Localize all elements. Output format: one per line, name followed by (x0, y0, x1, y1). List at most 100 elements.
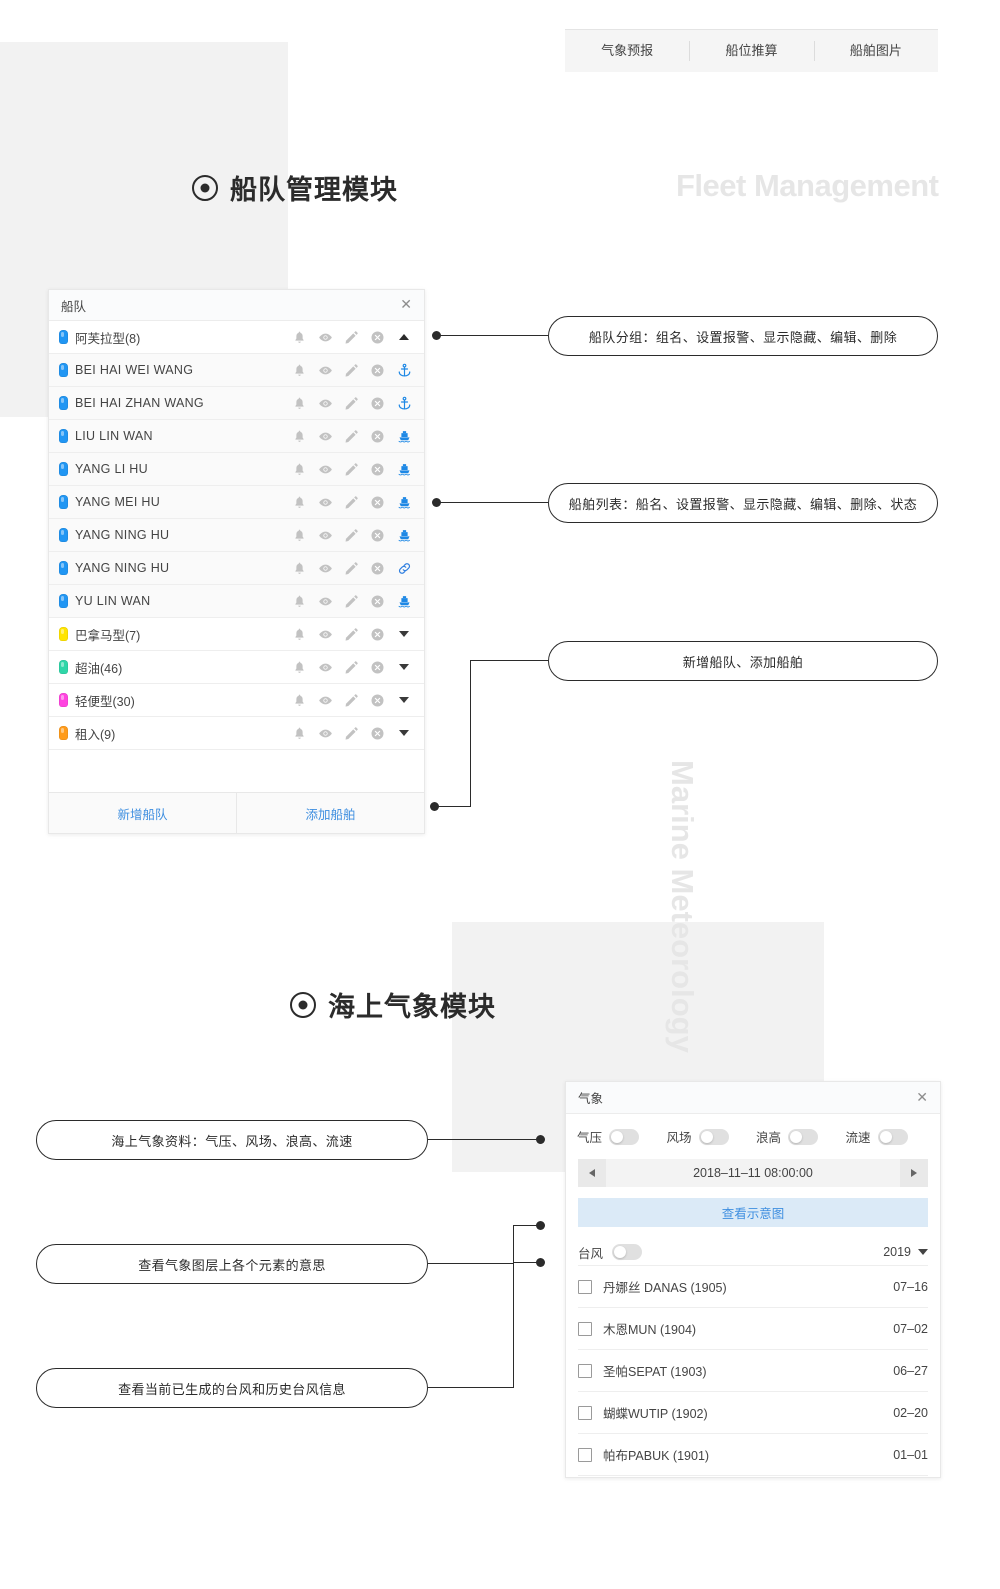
alarm-bell-icon[interactable] (292, 627, 307, 642)
delete-circle-icon[interactable] (370, 627, 385, 642)
delete-circle-icon[interactable] (370, 363, 385, 378)
weather-toggle-switch[interactable] (609, 1128, 640, 1145)
close-icon[interactable]: ✕ (400, 297, 412, 313)
typhoon-checkbox[interactable] (578, 1279, 592, 1294)
anchor-status-icon[interactable] (396, 362, 412, 378)
visibility-eye-icon[interactable] (318, 528, 333, 543)
tab-weather-forecast[interactable]: 气象预报 (601, 43, 654, 58)
fleet-group-row[interactable]: 阿芙拉型(8) (49, 321, 424, 354)
delete-circle-icon[interactable] (370, 396, 385, 411)
visibility-eye-icon[interactable] (318, 594, 333, 609)
edit-pencil-icon[interactable] (344, 495, 359, 510)
visibility-eye-icon[interactable] (318, 495, 333, 510)
ship-row[interactable]: BEI HAI WEI WANG (49, 354, 424, 387)
typhoon-toggle[interactable] (612, 1244, 643, 1260)
typhoon-row[interactable]: 木恩MUN (1904)07–02 (578, 1307, 928, 1349)
ship-row[interactable]: BEI HAI ZHAN WANG (49, 387, 424, 420)
chevron-down-icon[interactable] (396, 659, 412, 675)
visibility-eye-icon[interactable] (318, 462, 333, 477)
delete-circle-icon[interactable] (370, 726, 385, 741)
edit-pencil-icon[interactable] (344, 726, 359, 741)
chevron-down-icon[interactable] (396, 626, 412, 642)
alarm-bell-icon[interactable] (292, 330, 307, 345)
visibility-eye-icon[interactable] (318, 561, 333, 576)
alarm-bell-icon[interactable] (292, 660, 307, 675)
chevron-down-icon[interactable] (396, 692, 412, 708)
typhoon-checkbox[interactable] (578, 1405, 592, 1420)
ship-row[interactable]: YANG NING HU (49, 519, 424, 552)
ship-row[interactable]: YANG MEI HU (49, 486, 424, 519)
ship-status-icon[interactable] (396, 527, 412, 543)
alarm-bell-icon[interactable] (292, 726, 307, 741)
edit-pencil-icon[interactable] (344, 660, 359, 675)
edit-pencil-icon[interactable] (344, 594, 359, 609)
typhoon-row[interactable]: 帕布PABUK (1901)01–01 (578, 1433, 928, 1475)
edit-pencil-icon[interactable] (344, 462, 359, 477)
alarm-bell-icon[interactable] (292, 396, 307, 411)
link-status-icon[interactable] (396, 560, 412, 576)
weather-toggle-switch[interactable] (788, 1128, 819, 1145)
edit-pencil-icon[interactable] (344, 528, 359, 543)
typhoon-checkbox[interactable] (578, 1363, 592, 1378)
next-arrow-icon[interactable] (900, 1159, 928, 1187)
visibility-eye-icon[interactable] (318, 726, 333, 741)
view-schematic-button[interactable]: 查看示意图 (578, 1198, 928, 1227)
alarm-bell-icon[interactable] (292, 693, 307, 708)
alarm-bell-icon[interactable] (292, 561, 307, 576)
alarm-bell-icon[interactable] (292, 495, 307, 510)
delete-circle-icon[interactable] (370, 693, 385, 708)
add-ship-button[interactable]: 添加船舶 (236, 793, 424, 833)
edit-pencil-icon[interactable] (344, 429, 359, 444)
edit-pencil-icon[interactable] (344, 561, 359, 576)
alarm-bell-icon[interactable] (292, 528, 307, 543)
typhoon-year-select[interactable]: 2019 (883, 1245, 928, 1259)
ship-status-icon[interactable] (396, 494, 412, 510)
delete-circle-icon[interactable] (370, 462, 385, 477)
close-icon[interactable]: ✕ (916, 1089, 928, 1106)
delete-circle-icon[interactable] (370, 561, 385, 576)
ship-row[interactable]: LIU LIN WAN (49, 420, 424, 453)
visibility-eye-icon[interactable] (318, 660, 333, 675)
alarm-bell-icon[interactable] (292, 594, 307, 609)
fleet-group-row[interactable]: 巴拿马型(7) (49, 618, 424, 651)
chevron-down-icon[interactable] (396, 725, 412, 741)
delete-circle-icon[interactable] (370, 330, 385, 345)
prev-arrow-icon[interactable] (578, 1159, 606, 1187)
ship-status-icon[interactable] (396, 461, 412, 477)
typhoon-row[interactable]: 圣帕SEPAT (1903)06–27 (578, 1349, 928, 1391)
edit-pencil-icon[interactable] (344, 330, 359, 345)
tab-ship-photos[interactable]: 船舶图片 (813, 30, 938, 72)
typhoon-row[interactable]: 丹娜丝 DANAS (1905)07–16 (578, 1265, 928, 1307)
typhoon-checkbox[interactable] (578, 1321, 592, 1336)
ship-status-icon[interactable] (396, 593, 412, 609)
tab-position-estimate[interactable]: 船位推算 (689, 30, 813, 72)
edit-pencil-icon[interactable] (344, 396, 359, 411)
fleet-group-row[interactable]: 超油(46) (49, 651, 424, 684)
weather-toggle-switch[interactable] (698, 1128, 729, 1145)
edit-pencil-icon[interactable] (344, 693, 359, 708)
ship-row[interactable]: YANG NING HU (49, 552, 424, 585)
alarm-bell-icon[interactable] (292, 462, 307, 477)
typhoon-row[interactable]: 蝴蝶WUTIP (1902)02–20 (578, 1391, 928, 1433)
alarm-bell-icon[interactable] (292, 429, 307, 444)
fleet-group-row[interactable]: 租入(9) (49, 717, 424, 750)
add-fleet-button[interactable]: 新增船队 (117, 807, 168, 822)
edit-pencil-icon[interactable] (344, 363, 359, 378)
delete-circle-icon[interactable] (370, 495, 385, 510)
delete-circle-icon[interactable] (370, 528, 385, 543)
chevron-up-icon[interactable] (396, 329, 412, 345)
visibility-eye-icon[interactable] (318, 693, 333, 708)
typhoon-checkbox[interactable] (578, 1447, 592, 1462)
weather-toggle-switch[interactable] (877, 1128, 908, 1145)
edit-pencil-icon[interactable] (344, 627, 359, 642)
visibility-eye-icon[interactable] (318, 363, 333, 378)
ship-status-icon[interactable] (396, 428, 412, 444)
visibility-eye-icon[interactable] (318, 627, 333, 642)
fleet-group-row[interactable]: 轻便型(30) (49, 684, 424, 717)
delete-circle-icon[interactable] (370, 429, 385, 444)
delete-circle-icon[interactable] (370, 594, 385, 609)
ship-row[interactable]: YANG LI HU (49, 453, 424, 486)
delete-circle-icon[interactable] (370, 660, 385, 675)
ship-row[interactable]: YU LIN WAN (49, 585, 424, 618)
visibility-eye-icon[interactable] (318, 330, 333, 345)
